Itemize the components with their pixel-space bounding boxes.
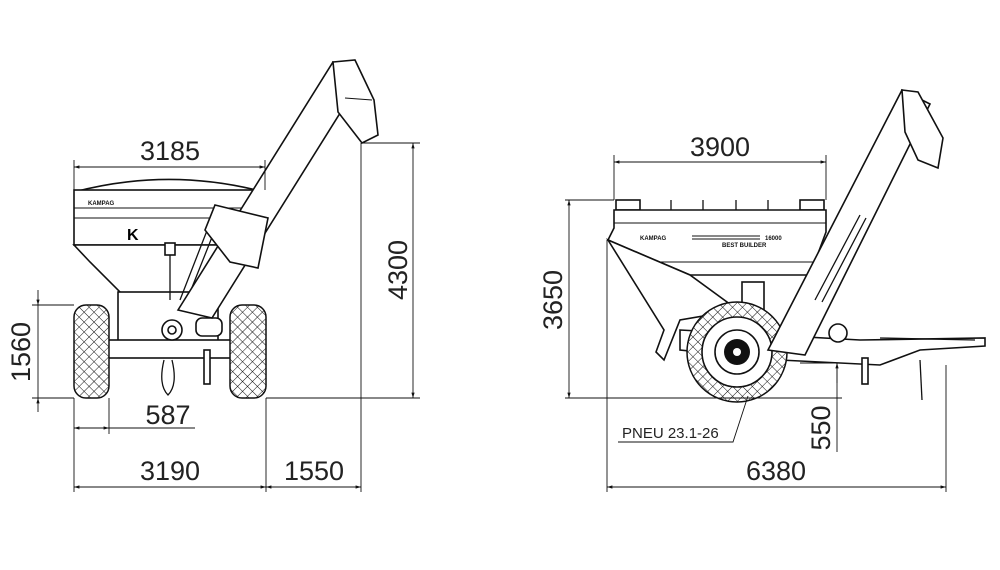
dim-hopper-height: 3650: [538, 270, 568, 330]
dim-tire-width: 587: [145, 400, 190, 430]
front-jack: [203, 349, 211, 385]
logo-capacity: 16000: [765, 236, 782, 242]
side-chain: [919, 359, 923, 401]
dim-hopper-length: 3900: [690, 132, 750, 162]
front-logo-text: KAMPAG: [88, 201, 115, 207]
hopper-dome: [73, 178, 257, 193]
tire-label: PNEU 23.1-26: [622, 425, 719, 442]
auger-spout: [332, 59, 379, 145]
front-view: KAMPAG K 3185: [6, 59, 420, 492]
dim-discharge-clearance: 550: [806, 405, 836, 450]
pto-gear: [195, 317, 223, 337]
side-hopper: [606, 209, 827, 276]
axle-beam: [103, 339, 233, 359]
side-view: KAMPAG BEST BUILDER 16000: [538, 88, 986, 492]
logo-brand: KAMPAG: [640, 236, 667, 242]
side-dimensions: 3900 3650 550 PNEU 23.1-26 6380: [538, 132, 947, 492]
side-auger-spout: [901, 89, 944, 170]
side-jack: [861, 357, 869, 385]
dim-wheel-height: 1560: [6, 322, 36, 382]
dim-auger-reach: 1550: [284, 456, 344, 486]
side-machine: KAMPAG BEST BUILDER 16000: [605, 88, 986, 403]
dim-total-length: 6380: [746, 456, 806, 486]
logo-model: BEST BUILDER: [722, 243, 767, 249]
dim-hopper-width: 3185: [140, 136, 200, 166]
left-tire: [73, 304, 110, 399]
k-logo: K: [127, 227, 139, 244]
tire-leader-line: [618, 395, 749, 443]
front-machine: KAMPAG K: [72, 59, 379, 399]
front-funnel: [605, 238, 740, 362]
dim-track-width: 3190: [140, 456, 200, 486]
front-dimensions: 3185 4300 1560 587 3190 1550: [6, 136, 420, 492]
safety-chain: [161, 359, 175, 396]
right-tire: [229, 304, 267, 399]
dim-total-height: 4300: [383, 240, 413, 300]
auger-fold: [204, 204, 269, 269]
side-auger-tube: [766, 88, 932, 356]
